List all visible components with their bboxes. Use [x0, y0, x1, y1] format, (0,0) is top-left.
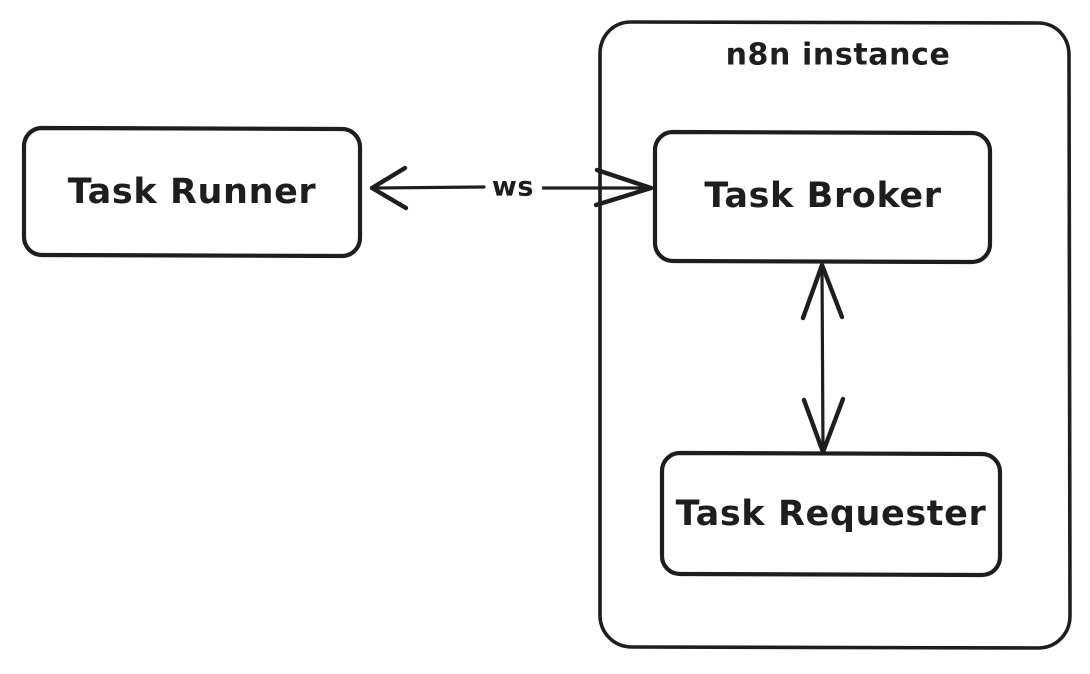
- container-n8n-instance-label: n8n instance: [726, 38, 951, 73]
- node-task-runner-label: Task Runner: [68, 172, 317, 212]
- node-task-requester-outline: [659, 450, 1003, 578]
- edge-broker-requester-arrowhead-bottom: [801, 396, 846, 455]
- node-task-requester[interactable]: Task Requester: [659, 450, 1003, 578]
- edge-broker-requester[interactable]: [800, 262, 846, 455]
- edge-broker-requester-arrowhead-top: [800, 262, 845, 321]
- node-task-runner[interactable]: Task Runner: [21, 125, 363, 259]
- edge-runner-broker-shaft-left: [371, 185, 486, 190]
- container-n8n-instance-outline: [598, 20, 1072, 650]
- edge-runner-broker-arrowhead-right: [593, 167, 654, 208]
- node-task-broker[interactable]: Task Broker: [652, 129, 993, 265]
- node-task-broker-label: Task Broker: [704, 176, 941, 216]
- edge-runner-broker-arrowhead-left: [369, 165, 409, 211]
- node-task-requester-label: Task Requester: [676, 494, 987, 534]
- edge-runner-broker-ws[interactable]: ws: [369, 165, 654, 211]
- edge-broker-requester-shaft: [820, 264, 825, 452]
- edge-runner-broker-label: ws: [492, 172, 534, 203]
- node-task-broker-outline: [652, 129, 993, 265]
- node-task-runner-outline: [21, 125, 363, 259]
- container-n8n-instance[interactable]: n8n instance: [598, 20, 1072, 650]
- edge-runner-broker-label-bg: [486, 170, 542, 206]
